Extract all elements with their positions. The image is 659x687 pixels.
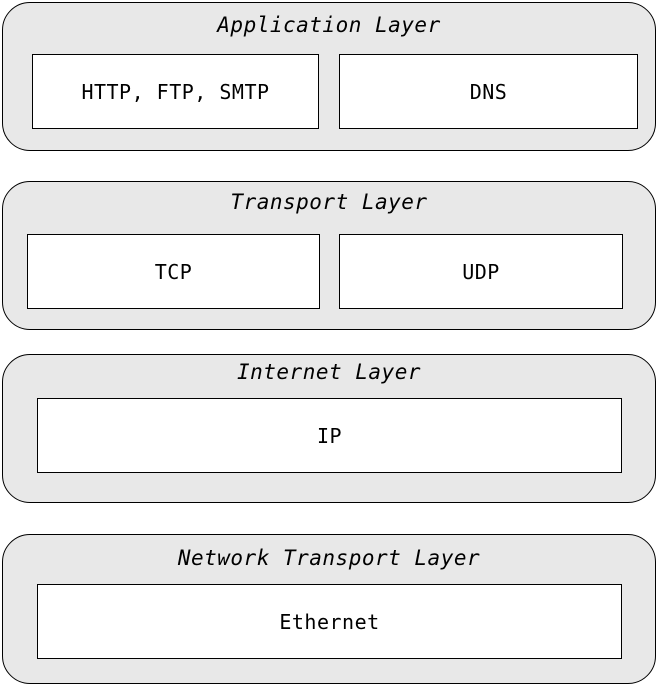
protocol-box-ethernet: Ethernet — [37, 584, 622, 659]
protocol-box-dns: DNS — [339, 54, 638, 129]
layer-internet: Internet Layer IP — [2, 354, 656, 503]
layer-title-network-transport: Network Transport Layer — [177, 546, 481, 570]
layer-transport: Transport Layer TCP UDP — [2, 181, 656, 330]
layer-title-application: Application Layer — [217, 13, 441, 37]
layer-title-internet: Internet Layer — [236, 360, 421, 384]
protocol-box-ip: IP — [37, 398, 622, 473]
layer-application: Application Layer HTTP, FTP, SMTP DNS — [2, 2, 656, 151]
layer-title-transport: Transport Layer — [230, 190, 428, 214]
protocol-box-udp: UDP — [339, 234, 623, 309]
layer-network-transport: Network Transport Layer Ethernet — [2, 534, 656, 684]
protocol-box-tcp: TCP — [27, 234, 320, 309]
protocol-box-http-ftp-smtp: HTTP, FTP, SMTP — [32, 54, 319, 129]
